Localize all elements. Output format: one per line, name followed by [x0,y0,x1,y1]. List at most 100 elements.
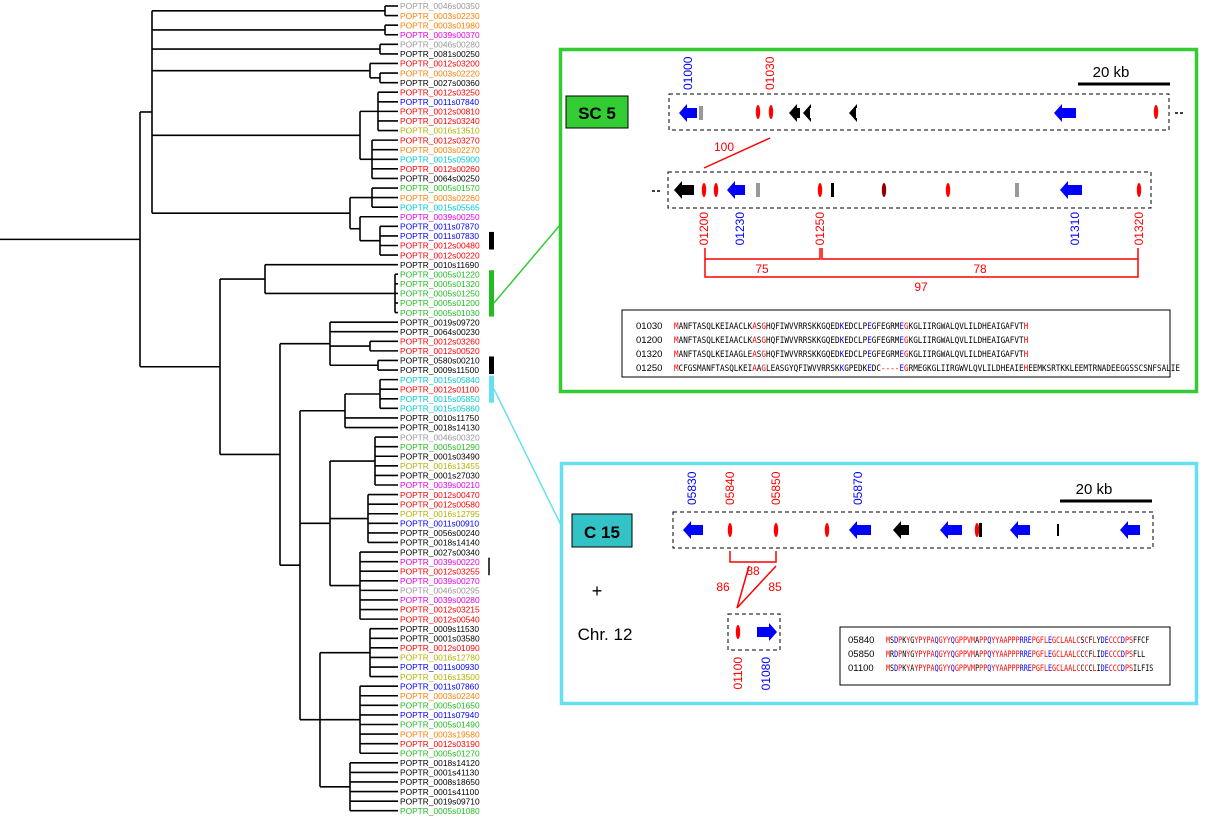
phylogenetic-tree [0,5,398,812]
tree-leaf-label: POPTR_0012s00470 [400,490,480,500]
tree-leaf-label: POPTR_0012s03240 [400,116,480,126]
alignment-sequence: MCFGSMANFTASQLKEIAAGLEASGYQFIWVVRRSKKGPE… [674,364,1180,374]
tree-leaf-label: POPTR_0016s13500 [400,672,480,682]
tree-leaf-label: POPTR_0046s00320 [400,432,480,442]
tree-leaf-label: POPTR_0011s07840 [400,97,479,107]
alignment-sequence: MSDPKYAYPYPAQGYYQGPPVMPPPQYYAAPPPRREPGFL… [886,664,1153,674]
sc5-bracket-c [704,259,1139,278]
tree-leaf-label: POPTR_0015s05860 [400,404,480,414]
c15-genes [683,521,1140,641]
clade-marker-black [489,356,494,375]
gene-arrow [674,181,694,199]
tree-leaf-label: POPTR_0011s07940 [400,710,479,720]
tree-leaf-label: POPTR_0012s03200 [400,59,480,69]
tree-leaf-label: POPTR_0012s03260 [400,337,480,347]
gene-arrow [893,521,909,539]
tree-leaf-labels: POPTR_0046s00350POPTR_0003s02230POPTR_00… [400,1,494,816]
tree-leaf-label: POPTR_0003s19580 [400,729,480,739]
c15-label-box [571,513,633,548]
tree-leaf-label: POPTR_0039s00210 [400,480,480,490]
tree-leaf-label: POPTR_0003s02260 [400,193,480,203]
alignment-id: 05840 [848,635,874,646]
tree-leaf-label: POPTR_0046s00350 [400,1,480,11]
panel-connectors [493,224,562,526]
alignment-sequence: MANFTASQLKEIAACLKASGHQFIWVVRRSKKGQEDKEDC… [674,336,1028,346]
alignment-sequence: MANFTASQLKEIAAGLEASGHQFIWVVRRSKKGQEDKEDC… [674,350,1028,360]
alignment-id: 01250 [636,363,662,374]
gene-mark [701,183,707,197]
connector-sc5 [493,224,561,304]
gene-id-label: 01030 [763,56,777,90]
gene-arrow [1120,521,1140,539]
sc5-link-identity: 100 [714,140,734,154]
gene-block [979,523,982,537]
c15-scale-label: 20 kb [1076,481,1113,498]
tree-leaf-label: POPTR_0012s01090 [400,643,480,653]
gene-id-label: 01080 [759,657,773,691]
connector-c15 [493,388,562,526]
tree-leaf-label: POPTR_0012s03270 [400,135,480,145]
alignment-id: 01030 [636,321,662,332]
gene-arrow [683,521,703,539]
tree-leaf-label: POPTR_0046s00280 [400,40,480,50]
gene-id-label: 01200 [697,212,711,246]
tree-leaf-label: POPTR_0003s02230 [400,11,480,21]
c15-alignment-box [839,626,1171,686]
gene-arrow [849,104,857,122]
tree-leaf-label: POPTR_0039s00370 [400,30,480,40]
gene-id-label: 05830 [685,471,699,505]
alignment-sequence: MSDPKYGYPYPAQGYYQGPPVMAPPQYYAAPPPRREPGFL… [886,636,1149,646]
tree-leaf-label: POPTR_0081s00250 [400,49,480,59]
tree-leaf-label: POPTR_0027s00360 [400,78,480,88]
tree-leaf-label: POPTR_0001s27030 [400,471,480,481]
sc5-bracket-a-label: 75 [755,262,769,276]
c15-alignment: 05840 MSDPKYGYPYPAQGYYQGPPVMAPPQYYAAPPPRR… [848,635,1153,674]
tree-leaf-label: POPTR_0027s00340 [400,547,480,557]
c15-link-86 [736,565,750,609]
sc5-label-box [565,95,629,129]
sc5-frame [558,47,1199,394]
tree-leaf-label: POPTR_0012s00220 [400,250,480,260]
gene-mark [817,183,823,197]
alignment-id: 05850 [848,649,874,660]
gene-mark [1153,105,1159,119]
gene-arrow [1010,521,1030,539]
tree-leaf-label: POPTR_0064s00230 [400,327,480,337]
tree-leaf-label: POPTR_0001s41100 [400,787,479,797]
tree-leaf-label: POPTR_0016s13455 [400,461,480,471]
tree-leaf-label: POPTR_0005s01220 [400,269,480,279]
c15-link-85 [736,565,777,609]
tree-leaf-label: POPTR_0010s11750 [400,413,479,423]
sc5-contig-2 [667,171,1152,209]
c15-bracket-88 [729,551,777,563]
gene-mark [768,105,774,119]
tree-leaf-label: POPTR_0018s14140 [400,538,480,548]
tree-leaf-label: POPTR_0010s11690 [400,260,479,270]
tree-leaf-label: POPTR_0011s07870 [400,222,479,232]
gene-block [831,183,834,197]
gene-id-label: 01100 [731,657,745,690]
tree-leaf-label: POPTR_0056s00240 [400,528,480,538]
sc5-contig-1 [668,93,1170,131]
chr12-contig [727,613,781,651]
gene-mark [824,523,830,537]
tree-leaf-label: POPTR_0011s00910 [400,519,479,529]
gene-id-label: 01250 [813,212,827,246]
gene-mark [881,183,887,197]
tree-leaf-label: POPTR_0012s00540 [400,614,480,624]
tree-leaf-label: POPTR_0005s01320 [400,279,480,289]
c15-contig [672,511,1154,549]
gene-id-label: 01310 [1068,212,1082,246]
gene-arrow [940,521,962,539]
gene-mark [727,523,733,537]
tree-leaf-label: POPTR_0039s00280 [400,595,480,605]
sc5-bracket-a [704,248,821,260]
tree-leaf-label: POPTR_0012s03215 [400,605,480,615]
c15-frame [559,461,1199,706]
gene-arrow [849,521,871,539]
tree-leaf-label: POPTR_0018s14120 [400,758,480,768]
gene-mark [945,183,951,197]
